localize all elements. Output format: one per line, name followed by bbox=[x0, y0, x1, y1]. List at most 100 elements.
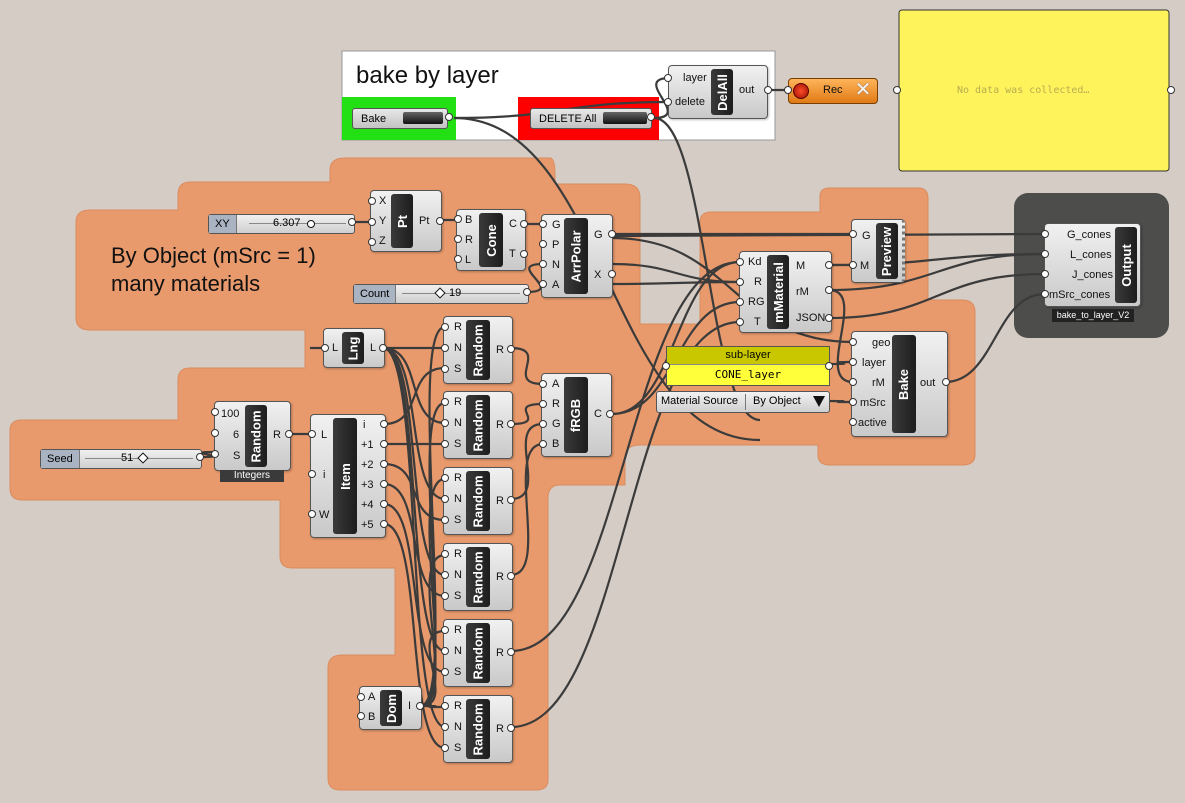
bake-button-knob[interactable] bbox=[403, 112, 443, 124]
mmaterial-core[interactable]: mMaterial bbox=[767, 255, 789, 329]
wire-port[interactable] bbox=[441, 702, 449, 710]
wire-port[interactable] bbox=[380, 500, 388, 508]
arrpolar-core[interactable]: ArrPolar bbox=[564, 218, 588, 294]
wire-port[interactable] bbox=[368, 238, 376, 246]
wire-port[interactable] bbox=[825, 261, 833, 269]
wire-port[interactable] bbox=[454, 215, 462, 223]
random-core[interactable]: Random bbox=[466, 320, 490, 380]
lng-core[interactable]: Lng bbox=[342, 332, 364, 364]
wire-port[interactable] bbox=[441, 626, 449, 634]
wire-port[interactable] bbox=[441, 744, 449, 752]
frgb-core[interactable]: fRGB bbox=[564, 377, 588, 453]
wire-port[interactable] bbox=[441, 365, 449, 373]
wire-port[interactable] bbox=[736, 318, 744, 326]
bake-button[interactable]: Bake bbox=[352, 108, 448, 129]
wire-port[interactable] bbox=[441, 550, 449, 558]
random-core[interactable]: Random bbox=[466, 699, 490, 759]
wire-port[interactable] bbox=[893, 86, 901, 94]
output-cluster-component[interactable]: G_cones L_cones J_cones mSrc_cones Outpu… bbox=[1044, 223, 1141, 307]
wire-port[interactable] bbox=[825, 286, 833, 294]
chevron-down-icon[interactable] bbox=[813, 396, 825, 407]
wire-port[interactable] bbox=[380, 420, 388, 428]
item-core[interactable]: Item bbox=[333, 418, 357, 534]
wire-port[interactable] bbox=[308, 430, 316, 438]
wire-port[interactable] bbox=[784, 86, 792, 94]
wire-port[interactable] bbox=[539, 240, 547, 248]
item-component[interactable]: L i W Item i +1 +2 +3 +4 +5 bbox=[310, 414, 386, 538]
wire-port[interactable] bbox=[507, 420, 515, 428]
wire-port[interactable] bbox=[321, 344, 329, 352]
lng-component[interactable]: L Lng L bbox=[323, 328, 385, 368]
wire-port[interactable] bbox=[539, 380, 547, 388]
wire-port[interactable] bbox=[1041, 230, 1049, 238]
wire-port[interactable] bbox=[285, 430, 293, 438]
wire-port[interactable] bbox=[507, 496, 515, 504]
pt-component[interactable]: X Y Z Pt Pt bbox=[370, 190, 442, 252]
random-core[interactable]: Random bbox=[466, 471, 490, 531]
wire-port[interactable] bbox=[441, 592, 449, 600]
wire-port[interactable] bbox=[454, 255, 462, 263]
wire-port[interactable] bbox=[441, 398, 449, 406]
wire-port[interactable] bbox=[211, 408, 219, 416]
frgb-component[interactable]: A R G B fRGB C bbox=[541, 373, 612, 457]
wire-port[interactable] bbox=[441, 516, 449, 524]
wire-port[interactable] bbox=[608, 230, 616, 238]
mmaterial-component[interactable]: Kd R RG T mMaterial M rM JSON bbox=[739, 251, 832, 333]
xy-slider[interactable]: XY 6.307 bbox=[208, 214, 355, 234]
wire-port[interactable] bbox=[1041, 270, 1049, 278]
wire-port[interactable] bbox=[441, 647, 449, 655]
wire-port[interactable] bbox=[849, 378, 857, 386]
wire-port[interactable] bbox=[507, 724, 515, 732]
wire-port[interactable] bbox=[539, 260, 547, 268]
wire-port[interactable] bbox=[380, 440, 388, 448]
wire-port[interactable] bbox=[1041, 290, 1049, 298]
wire-port[interactable] bbox=[436, 217, 444, 225]
sublayer-value[interactable]: CONE_layer bbox=[667, 364, 829, 385]
wire-port[interactable] bbox=[1041, 250, 1049, 258]
dom-component[interactable]: A B Dom I bbox=[359, 686, 422, 730]
delall-component[interactable]: layer delete DelAll out bbox=[668, 65, 768, 119]
wire-port[interactable] bbox=[441, 571, 449, 579]
wire-port[interactable] bbox=[445, 113, 453, 121]
cone-core[interactable]: Cone bbox=[479, 213, 503, 267]
preview-core[interactable]: Preview bbox=[876, 223, 898, 279]
wire-port[interactable] bbox=[441, 419, 449, 427]
wire-port[interactable] bbox=[507, 572, 515, 580]
wire-port[interactable] bbox=[664, 74, 672, 82]
wire-port[interactable] bbox=[308, 510, 316, 518]
wire-port[interactable] bbox=[539, 400, 547, 408]
delall-core[interactable]: DelAll bbox=[711, 69, 733, 115]
wire-port[interactable] bbox=[764, 86, 772, 94]
seed-slider[interactable]: Seed 51 bbox=[40, 449, 202, 469]
wire-port[interactable] bbox=[825, 314, 833, 322]
record-component[interactable]: Rec ✕ bbox=[788, 78, 878, 104]
wire-port[interactable] bbox=[441, 323, 449, 331]
cone-component[interactable]: B R L Cone C T bbox=[456, 209, 526, 271]
material-source-dropdown[interactable]: Material Source By Object bbox=[656, 391, 830, 413]
wire-port[interactable] bbox=[357, 712, 365, 720]
wire-port[interactable] bbox=[849, 338, 857, 346]
bake-component[interactable]: geo layer rM mSrc active Bake out bbox=[851, 331, 948, 437]
random-core[interactable]: Random bbox=[466, 623, 490, 683]
wire-port[interactable] bbox=[608, 270, 616, 278]
wire-port[interactable] bbox=[849, 418, 857, 426]
wire-port[interactable] bbox=[211, 429, 219, 437]
wire-port[interactable] bbox=[849, 230, 857, 238]
arrpolar-component[interactable]: G P N A ArrPolar G X bbox=[541, 214, 613, 298]
wire-port[interactable] bbox=[849, 398, 857, 406]
wire-port[interactable] bbox=[368, 197, 376, 205]
wire-port[interactable] bbox=[441, 344, 449, 352]
wire-port[interactable] bbox=[379, 344, 387, 352]
pt-core[interactable]: Pt bbox=[391, 194, 413, 248]
wire-port[interactable] bbox=[523, 288, 531, 296]
random-integers-component[interactable]: 100 6 S Random R bbox=[214, 401, 291, 471]
count-slider[interactable]: Count 19 bbox=[353, 284, 529, 304]
wire-port[interactable] bbox=[662, 362, 670, 370]
wire-port[interactable] bbox=[348, 218, 356, 226]
